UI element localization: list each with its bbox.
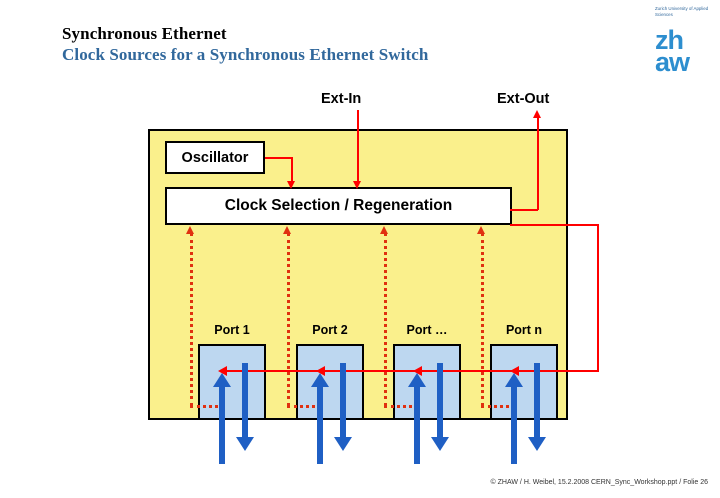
page-title: Synchronous Ethernet [62, 24, 227, 43]
egress-arrowhead-port2-icon [334, 437, 352, 451]
recovered-clock-wire-port4-vertical [481, 233, 484, 406]
oscillator-wire-horizontal [265, 157, 292, 159]
recovered-clock-arrowhead-port3-icon [380, 226, 388, 234]
clock-bus-top-horizontal [510, 224, 598, 226]
slide-footer: © ZHAW / H. Weibel, 15.2.2008 CERN_Sync_… [490, 479, 708, 486]
clock-bus-distribution-horizontal [222, 370, 599, 372]
ext-in-wire [357, 110, 359, 182]
clock-selection-label: Clock Selection / Regeneration [224, 197, 453, 214]
logo-tagline: Zurich University of Applied Sciences [655, 6, 709, 17]
clock-bus-arrowhead-port3-icon [413, 366, 422, 376]
logo-wordmark-aw: aw [655, 47, 690, 77]
recovered-clock-arrowhead-port2-icon [283, 226, 291, 234]
egress-traffic-arrow-port2 [340, 363, 346, 438]
recovered-clock-arrowhead-port1-icon [186, 226, 194, 234]
recovered-clock-wire-port3-horizontal [384, 405, 418, 408]
ext-out-wire-horizontal [510, 209, 538, 211]
ext-in-arrowhead-icon [353, 181, 361, 189]
clock-selection-block: Clock Selection / Regeneration [165, 187, 512, 225]
recovered-clock-wire-port1-vertical [190, 233, 193, 406]
zhaw-logo: Zurich University of Applied Sciences zh… [655, 6, 717, 77]
recovered-clock-arrowhead-port4-icon [477, 226, 485, 234]
recovered-clock-wire-port3-vertical [384, 233, 387, 406]
recovered-clock-wire-port4-horizontal [481, 405, 515, 408]
ingress-traffic-arrow-port1 [219, 386, 225, 464]
egress-traffic-arrow-port4 [534, 363, 540, 438]
egress-arrowhead-port1-icon [236, 437, 254, 451]
logo-wordmark-zh: zh [655, 25, 684, 55]
clock-bus-arrowhead-port4-icon [510, 366, 519, 376]
ingress-arrowhead-port1-icon [213, 373, 231, 387]
clock-bus-arrowhead-port2-icon [316, 366, 325, 376]
ingress-arrowhead-port3-icon [408, 373, 426, 387]
ext-out-label: Ext-Out [497, 91, 550, 107]
port-box-3 [393, 344, 461, 420]
oscillator-wire-vertical [291, 157, 293, 182]
port-box-2 [296, 344, 364, 420]
ext-in-label: Ext-In [321, 91, 362, 107]
port-label-4: Port n [505, 323, 543, 337]
egress-traffic-arrow-port1 [242, 363, 248, 438]
egress-traffic-arrow-port3 [437, 363, 443, 438]
page-subtitle: Clock Sources for a Synchronous Ethernet… [62, 45, 429, 64]
ingress-traffic-arrow-port3 [414, 386, 420, 464]
oscillator-label: Oscillator [181, 149, 249, 166]
port-label-1: Port 1 [214, 323, 250, 337]
egress-arrowhead-port4-icon [528, 437, 546, 451]
ingress-traffic-arrow-port4 [511, 386, 517, 464]
port-box-1 [198, 344, 266, 420]
oscillator-block: Oscillator [165, 141, 265, 174]
egress-arrowhead-port3-icon [431, 437, 449, 451]
recovered-clock-wire-port2-horizontal [287, 405, 321, 408]
ext-out-arrowhead-icon [533, 110, 541, 118]
ingress-arrowhead-port4-icon [505, 373, 523, 387]
ext-out-wire-vertical [537, 117, 539, 210]
oscillator-arrowhead-icon [287, 181, 295, 189]
clock-bus-arrowhead-port1-icon [218, 366, 227, 376]
port-box-4 [490, 344, 558, 420]
ingress-traffic-arrow-port2 [317, 386, 323, 464]
port-label-3: Port … [406, 323, 448, 337]
ingress-arrowhead-port2-icon [311, 373, 329, 387]
clock-bus-right-vertical [597, 224, 599, 371]
port-label-2: Port 2 [312, 323, 348, 337]
recovered-clock-wire-port1-horizontal [190, 405, 224, 408]
recovered-clock-wire-port2-vertical [287, 233, 290, 406]
